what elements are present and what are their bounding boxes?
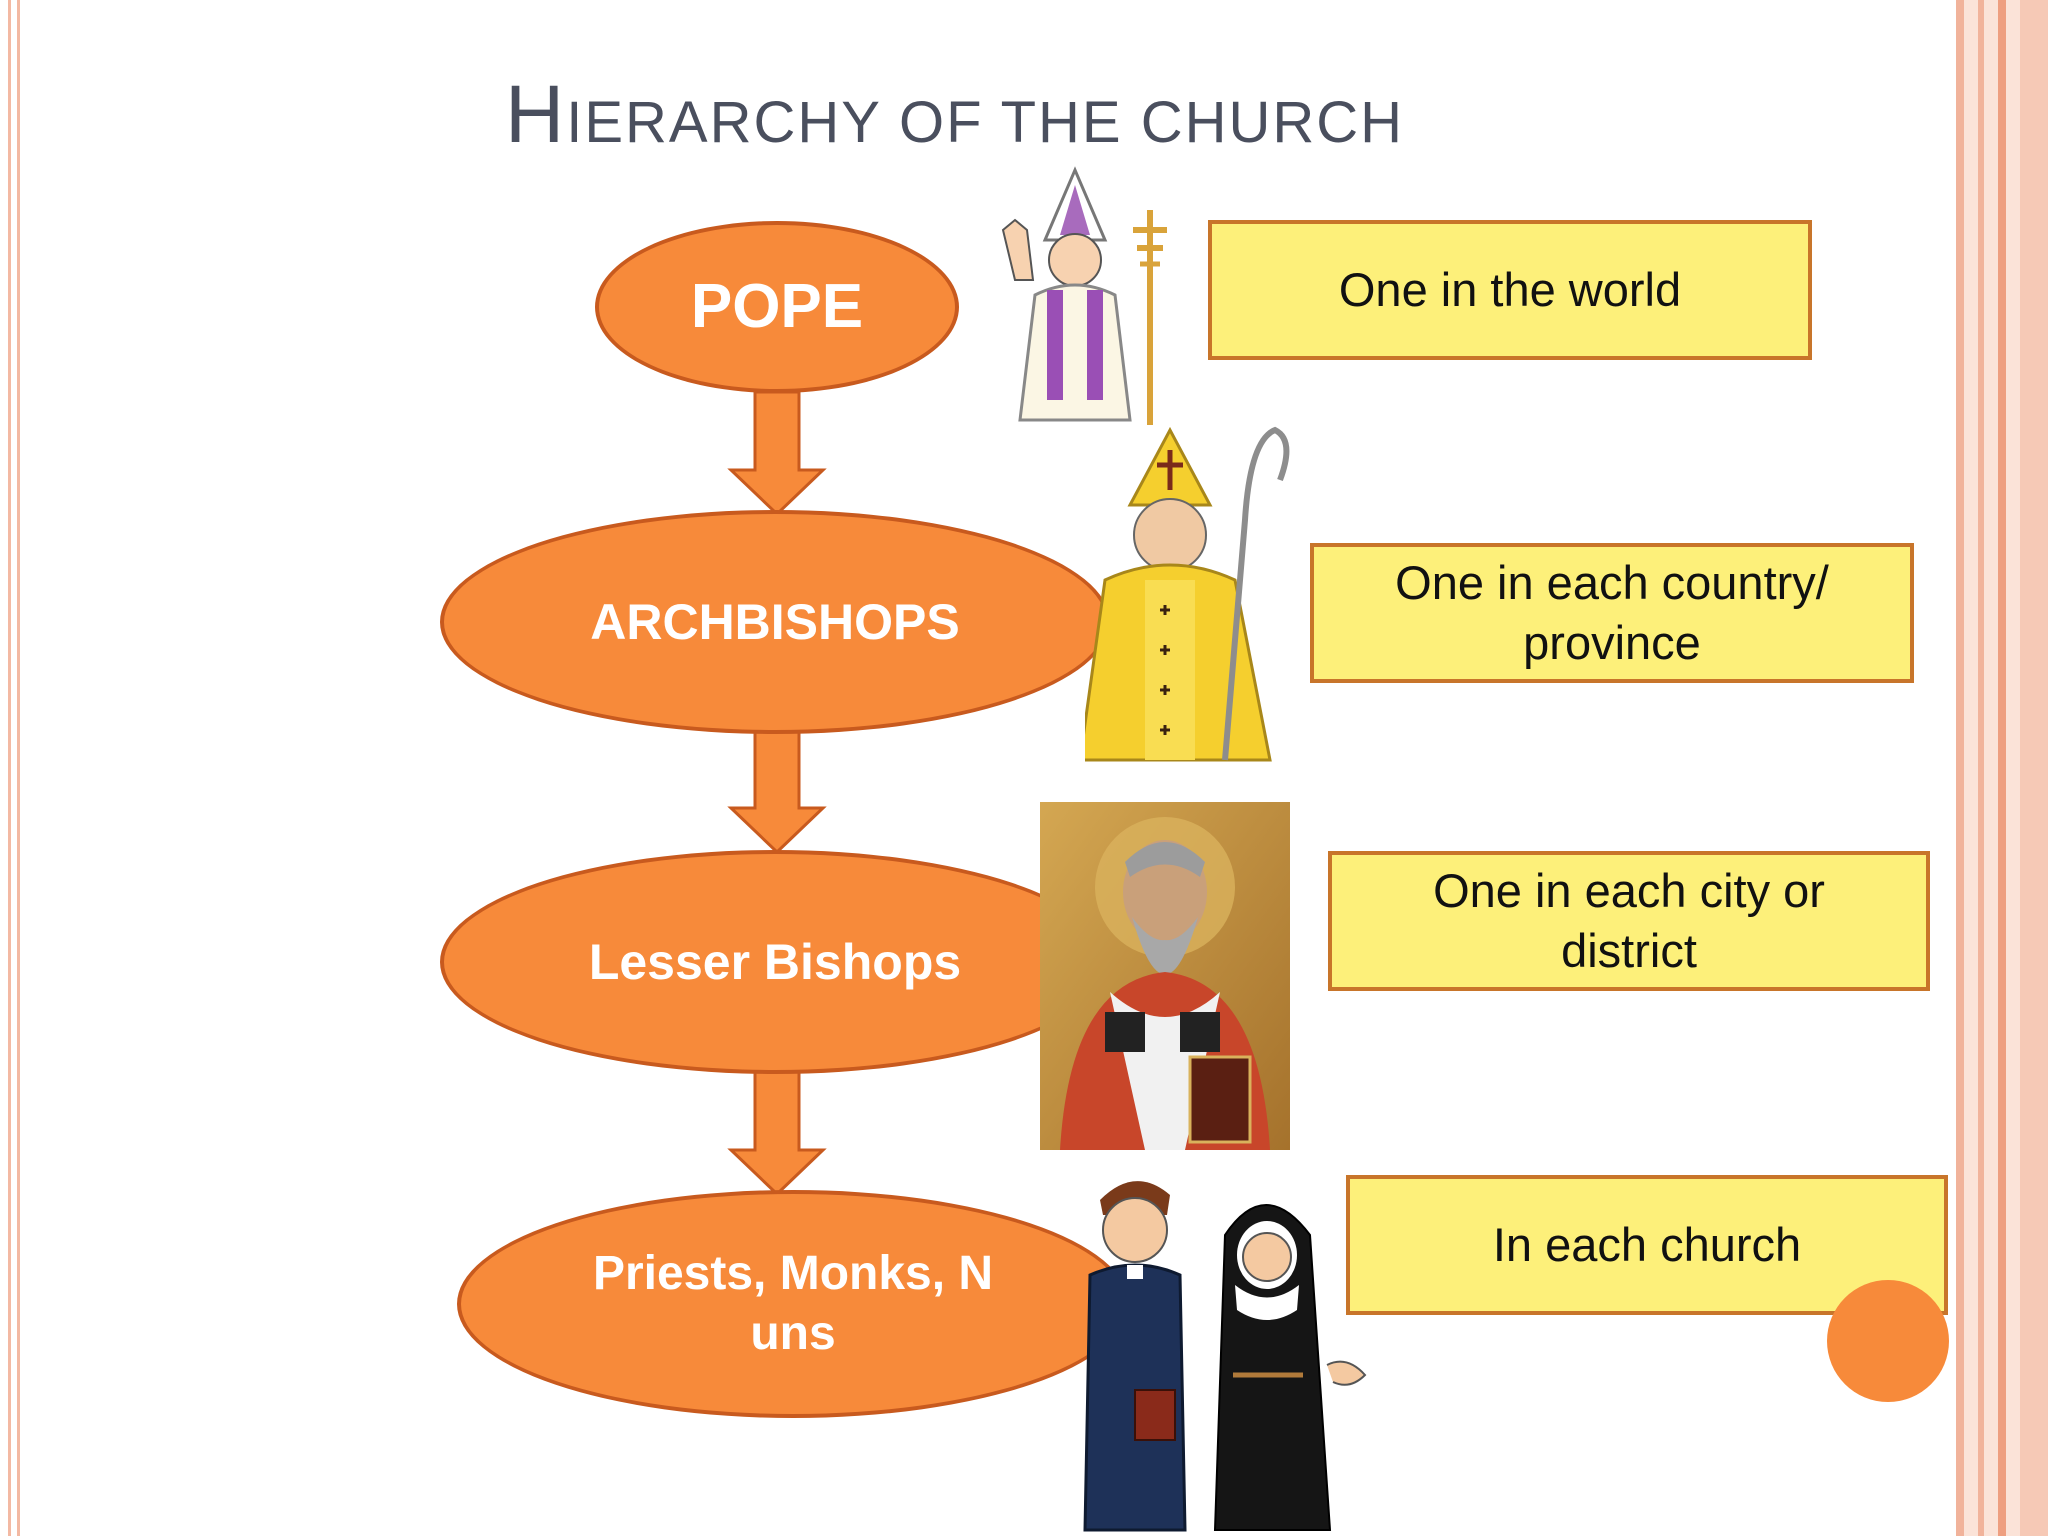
oval-priests-monks-nuns: Priests, Monks, N uns <box>457 1190 1129 1418</box>
description-archbishops: One in each country/ province <box>1395 555 1829 669</box>
arrow-down-3 <box>727 1070 827 1197</box>
priest-and-nun-figures-icon <box>1083 1181 1367 1532</box>
title-first-letter: H <box>505 69 567 160</box>
description-box-pope: One in the world <box>1208 220 1812 360</box>
oval-archbishops: ARCHBISHOPS <box>440 510 1110 734</box>
slide-frame-left <box>8 0 20 1536</box>
oval-lesser-bishops-label: Lesser Bishops <box>588 933 962 990</box>
oval-pope-label: POPE <box>690 272 864 342</box>
oval-priests-monks-nuns-label: Priests, Monks, N uns <box>592 1247 994 1360</box>
slide-frame-right <box>1956 0 2048 1536</box>
description-pope: One in the world <box>1338 262 1682 316</box>
slide-title: HIERARCHY OF THE CHURCH <box>505 68 1505 168</box>
description-box-lesser-bishops: One in each city or district <box>1328 851 1930 991</box>
bishop-icon-portrait-icon <box>1040 802 1290 1150</box>
description-lesser-bishops: One in each city or district <box>1433 863 1825 977</box>
oval-pope: POPE <box>595 221 959 393</box>
description-box-archbishops: One in each country/ province <box>1310 543 1914 683</box>
arrow-down-2 <box>727 730 827 855</box>
description-box-priests: In each church <box>1346 1175 1948 1315</box>
decorative-circle <box>1827 1280 1949 1402</box>
archbishop-figure-icon <box>1085 426 1290 762</box>
description-priests: In each church <box>1492 1217 1802 1271</box>
title-rest: IERARCHY OF THE CHURCH <box>566 90 1405 155</box>
oval-lesser-bishops: Lesser Bishops <box>440 850 1110 1074</box>
oval-archbishops-label: ARCHBISHOPS <box>590 593 960 650</box>
pope-figure-icon <box>1001 166 1167 425</box>
arrow-down-1 <box>727 390 827 517</box>
